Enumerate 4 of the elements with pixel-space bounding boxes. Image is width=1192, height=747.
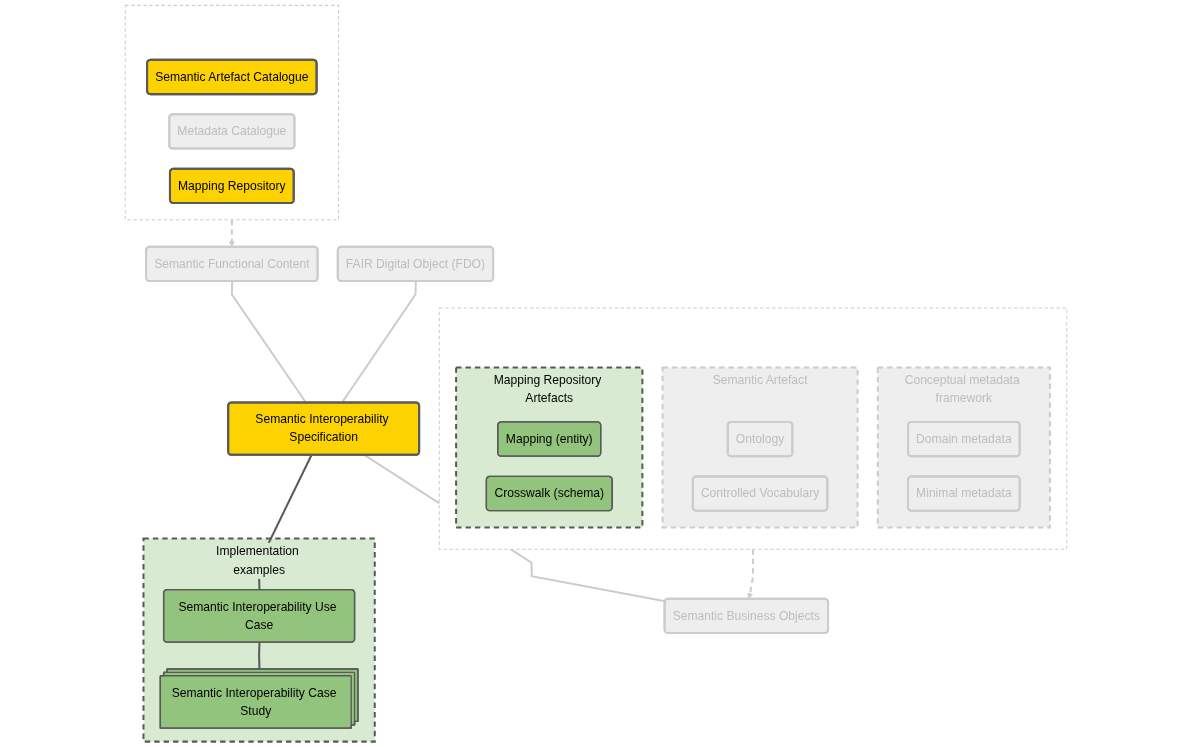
cluster (438, 307, 1068, 550)
arrow (747, 549, 755, 599)
cluster (124, 4, 339, 221)
connector (258, 642, 261, 670)
